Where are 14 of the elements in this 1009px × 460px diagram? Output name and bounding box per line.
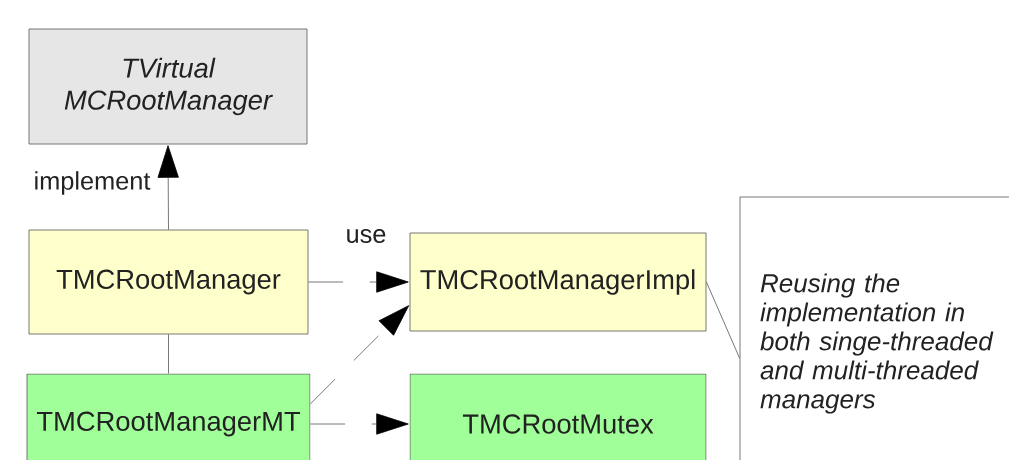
class-box: TMCRootManager — [28, 229, 309, 335]
arrow — [310, 305, 410, 405]
edge-label: use — [344, 227, 388, 245]
class-box: TMCRootManagerMT — [26, 373, 311, 460]
leader-line — [706, 281, 740, 359]
interface-box: TVirtual MCRootManager — [28, 28, 308, 145]
arrow — [310, 413, 409, 435]
note-box: Reusing the implementation in both singe-threaded and multi-threaded managers — [739, 196, 1009, 460]
class-box: TMCRootManagerImpl — [409, 232, 707, 332]
class-box: TMCRootMutex — [409, 373, 707, 460]
edge-label: implement — [32, 169, 152, 197]
arrow — [157, 145, 179, 230]
connector-line — [168, 334, 169, 374]
arrow — [308, 271, 409, 293]
